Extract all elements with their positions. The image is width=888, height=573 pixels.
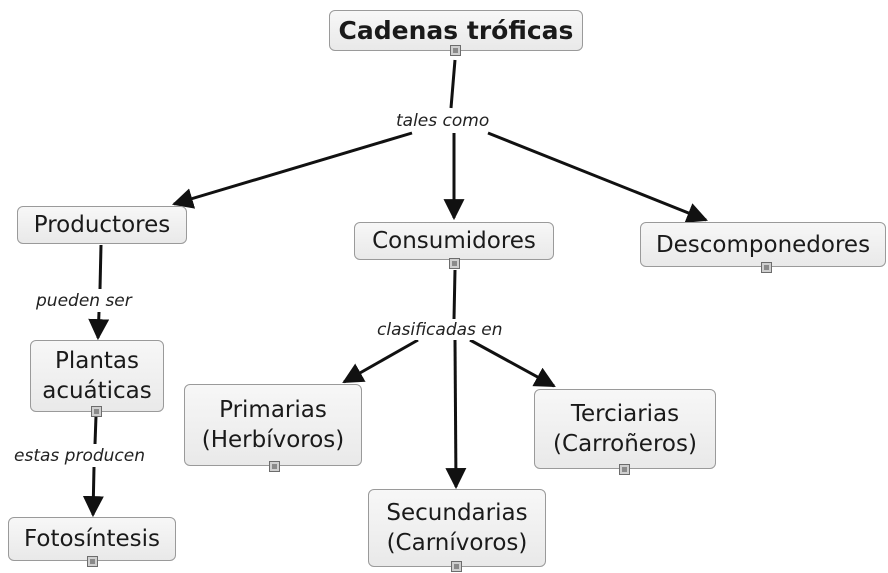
concept-plantas-acuaticas[interactable]: Plantas acuáticas bbox=[30, 340, 164, 412]
concept-consumidores[interactable]: Consumidores bbox=[354, 222, 554, 260]
edge-puedenser-to-plantas bbox=[88, 311, 110, 341]
image-resource-icon[interactable] bbox=[91, 406, 102, 417]
edge-root-to-talescomo bbox=[449, 59, 457, 109]
image-resource-icon[interactable] bbox=[269, 461, 280, 472]
image-resource-icon[interactable] bbox=[87, 556, 98, 567]
edge-talescomo-to-descomponedores bbox=[487, 131, 708, 223]
image-resource-icon[interactable] bbox=[450, 45, 461, 56]
link-label-tales-como: tales como bbox=[393, 111, 493, 131]
concept-descomponedores[interactable]: Descomponedores bbox=[640, 222, 886, 267]
edge-productores-to-puedenser bbox=[98, 244, 103, 290]
concept-cadenas-troficas[interactable]: Cadenas tróficas bbox=[329, 10, 583, 51]
concept-terciarias-carroneros[interactable]: Terciarias (Carroñeros) bbox=[534, 389, 716, 469]
image-resource-icon[interactable] bbox=[451, 561, 462, 572]
link-label-clasificadas-en: clasificadas en bbox=[374, 320, 506, 340]
link-label-estas-producen: estas producen bbox=[11, 446, 148, 466]
concept-secundarias-carnivoros[interactable]: Secundarias (Carnívoros) bbox=[368, 489, 546, 567]
concept-fotosintesis[interactable]: Fotosíntesis bbox=[8, 517, 176, 561]
image-resource-icon[interactable] bbox=[449, 258, 460, 269]
edge-talescomo-to-productores bbox=[171, 131, 413, 209]
edge-clasificadasen-to-terciarias bbox=[469, 338, 556, 388]
link-label-pueden-ser: pueden ser bbox=[33, 291, 135, 311]
edge-consumidores-to-clasificadasen bbox=[452, 269, 457, 320]
concept-productores[interactable]: Productores bbox=[17, 206, 187, 244]
concept-primarias-herbivoros[interactable]: Primarias (Herbívoros) bbox=[184, 384, 362, 466]
image-resource-icon[interactable] bbox=[619, 464, 630, 475]
image-resource-icon[interactable] bbox=[761, 262, 772, 273]
edge-plantas-to-estasproducen bbox=[93, 415, 98, 445]
edge-estasproducen-to-fotosintesis bbox=[82, 466, 104, 518]
edge-clasificadasen-to-primarias bbox=[342, 338, 419, 384]
edge-clasificadasen-to-secundarias bbox=[445, 339, 467, 490]
